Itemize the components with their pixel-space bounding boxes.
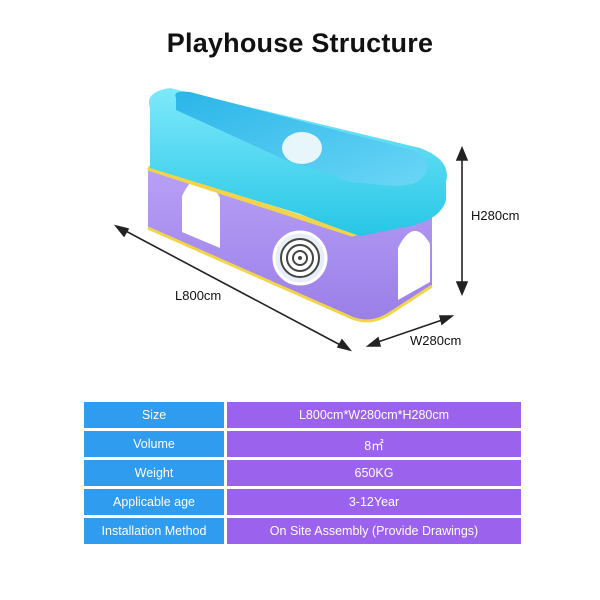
left-arch [182, 177, 220, 248]
target-icon [272, 230, 328, 286]
spec-label: Volume [84, 431, 224, 457]
right-arch [398, 230, 430, 300]
spec-table: Size L800cm*W280cm*H280cm Volume 8㎡ Weig… [84, 399, 521, 547]
spec-value: 8㎡ [224, 431, 521, 457]
spec-value: 650KG [224, 460, 521, 486]
inner-target [282, 132, 322, 164]
table-row: Volume 8㎡ [84, 431, 521, 457]
spec-value: L800cm*W280cm*H280cm [224, 402, 521, 428]
spec-value: 3-12Year [224, 489, 521, 515]
table-row: Weight 650KG [84, 460, 521, 486]
length-arrow [119, 227, 347, 349]
table-row: Installation Method On Site Assembly (Pr… [84, 518, 521, 544]
table-row: Size L800cm*W280cm*H280cm [84, 402, 521, 428]
width-label: W280cm [410, 333, 462, 348]
playhouse-illustration [113, 88, 469, 352]
spec-label: Installation Method [84, 518, 224, 544]
spec-label: Weight [84, 460, 224, 486]
width-arrow [371, 317, 449, 345]
table-row: Applicable age 3-12Year [84, 489, 521, 515]
spec-label: Applicable age [84, 489, 224, 515]
length-label: L800cm [175, 288, 222, 303]
spec-label: Size [84, 402, 224, 428]
height-label: H280cm [471, 208, 520, 223]
page-title: Playhouse Structure [166, 28, 434, 58]
spec-value: On Site Assembly (Provide Drawings) [224, 518, 521, 544]
